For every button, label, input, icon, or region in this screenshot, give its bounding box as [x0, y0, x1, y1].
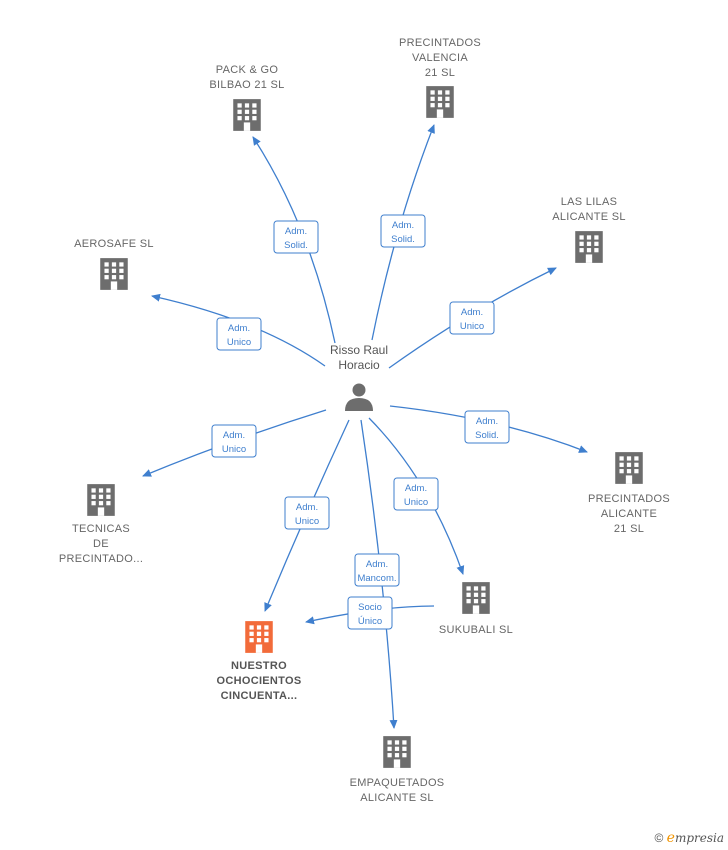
building-icon[interactable]	[233, 99, 261, 131]
company-name-precintados-valencia[interactable]: VALENCIA	[412, 52, 468, 64]
company-name-tecnicas[interactable]: DE	[93, 538, 109, 550]
edge-label-text: Adm.	[296, 502, 318, 513]
building-icon[interactable]	[615, 452, 643, 484]
edge-label-text: Adm.	[405, 483, 427, 494]
building-icon[interactable]	[426, 86, 454, 118]
edge-label-text: Adm.	[461, 307, 483, 318]
edge-label-sukubali[interactable]: Adm. Unico	[393, 477, 439, 511]
edge-label-text: Solid.	[391, 234, 415, 245]
edge-label-text: Único	[358, 616, 382, 627]
company-node-nuestro[interactable]: NUESTRO OCHOCIENTOS CINCUENTA...	[217, 621, 302, 702]
edge-label-box[interactable]	[449, 301, 495, 335]
company-name-aerosafe[interactable]: AEROSAFE SL	[74, 238, 154, 250]
edges-layer: Adm.Solid.Adm.Solid.Adm.UnicoAdm.UnicoAd…	[142, 124, 588, 729]
edge-label-text: Adm.	[366, 559, 388, 570]
edge-label-box[interactable]	[273, 220, 319, 254]
edge-label-text: Unico	[460, 321, 484, 332]
edge-label-text: Unico	[404, 497, 428, 508]
edge-label-box[interactable]	[211, 424, 257, 458]
company-name-empaquetados[interactable]: EMPAQUETADOS	[350, 777, 445, 789]
company-name-tecnicas[interactable]: TECNICAS	[72, 523, 130, 535]
company-name-tecnicas[interactable]: PRECINTADO...	[59, 553, 143, 565]
company-name-empaquetados[interactable]: ALICANTE SL	[360, 792, 434, 804]
building-icon[interactable]	[87, 484, 115, 516]
edge-label-precintados-valencia[interactable]: Adm. Solid.	[380, 214, 426, 248]
edge-label-box[interactable]	[347, 596, 393, 630]
company-node-sukubali[interactable]: SUKUBALI SL	[439, 582, 513, 636]
person-name[interactable]: Risso Raul	[330, 343, 388, 357]
person-name[interactable]: Horacio	[338, 358, 380, 372]
edge-label-empaquetados[interactable]: Adm. Mancom.	[354, 553, 400, 587]
building-icon[interactable]	[245, 621, 273, 653]
nodes-layer: PACK & GO BILBAO 21 SL PRECINTADOS VALENCIA…	[59, 37, 670, 804]
edge-label-box[interactable]	[393, 477, 439, 511]
building-icon[interactable]	[575, 231, 603, 263]
copyright-symbol: ©	[654, 831, 664, 845]
edge-label-box[interactable]	[216, 317, 262, 351]
company-node-precintados-valencia[interactable]: PRECINTADOS VALENCIA 21 SL	[399, 37, 481, 118]
edge-label-las-lilas[interactable]: Adm. Unico	[449, 301, 495, 335]
company-node-las-lilas[interactable]: LAS LILAS ALICANTE SL	[552, 196, 626, 263]
edge-label-box[interactable]	[380, 214, 426, 248]
edge-label-box[interactable]	[464, 410, 510, 444]
company-name-pack-go[interactable]: PACK & GO	[216, 64, 279, 76]
edge-label-nuestro[interactable]: Adm. Unico	[284, 496, 330, 530]
edge-label-text: Adm.	[285, 226, 307, 237]
brand-logo-initial: e	[666, 830, 675, 846]
edge-label-precintados-alicante[interactable]: Adm. Solid.	[464, 410, 510, 444]
edge-label-pack-go[interactable]: Adm. Solid.	[273, 220, 319, 254]
company-name-las-lilas[interactable]: LAS LILAS	[561, 196, 618, 208]
edge-label-text: Socio	[358, 602, 382, 613]
edge-label-text: Unico	[227, 337, 251, 348]
edge-label-text: Mancom.	[357, 573, 396, 584]
company-node-empaquetados[interactable]: EMPAQUETADOS ALICANTE SL	[350, 736, 445, 804]
company-name-las-lilas[interactable]: ALICANTE SL	[552, 211, 626, 223]
company-name-nuestro[interactable]: OCHOCIENTOS	[217, 675, 302, 687]
edge-label-text: Adm.	[476, 416, 498, 427]
brand-logo-text: mpresia	[674, 831, 724, 845]
company-name-sukubali[interactable]: SUKUBALI SL	[439, 624, 513, 636]
edge-label-aerosafe[interactable]: Adm. Unico	[216, 317, 262, 351]
edge-label-box[interactable]	[284, 496, 330, 530]
building-icon[interactable]	[383, 736, 411, 768]
building-icon[interactable]	[462, 582, 490, 614]
company-name-precintados-valencia[interactable]: 21 SL	[425, 67, 455, 79]
edge-label-text: Solid.	[475, 430, 499, 441]
person-icon[interactable]	[345, 383, 373, 412]
edge-label-text: Unico	[222, 444, 246, 455]
edge-label-box[interactable]	[354, 553, 400, 587]
edge-label-text: Unico	[295, 516, 319, 527]
edge-label-text: Solid.	[284, 240, 308, 251]
edge-label-text: Adm.	[228, 323, 250, 334]
company-name-precintados-alicante[interactable]: PRECINTADOS	[588, 493, 670, 505]
company-name-precintados-alicante[interactable]: 21 SL	[614, 523, 644, 535]
footer-brand: © empresia	[654, 830, 724, 846]
company-name-precintados-valencia[interactable]: PRECINTADOS	[399, 37, 481, 49]
company-name-nuestro[interactable]: CINCUENTA...	[221, 690, 298, 702]
company-name-nuestro[interactable]: NUESTRO	[231, 660, 287, 672]
company-node-precintados-alicante[interactable]: PRECINTADOS ALICANTE 21 SL	[588, 452, 670, 535]
company-name-pack-go[interactable]: BILBAO 21 SL	[209, 79, 284, 91]
edge-label-text: Adm.	[392, 220, 414, 231]
company-node-tecnicas[interactable]: TECNICAS DE PRECINTADO...	[59, 484, 143, 565]
building-icon[interactable]	[100, 258, 128, 290]
company-name-precintados-alicante[interactable]: ALICANTE	[601, 508, 657, 520]
edge-label-tecnicas[interactable]: Adm. Unico	[211, 424, 257, 458]
company-node-aerosafe[interactable]: AEROSAFE SL	[74, 238, 154, 290]
edge-label-text: Adm.	[223, 430, 245, 441]
company-node-pack-go[interactable]: PACK & GO BILBAO 21 SL	[209, 64, 284, 131]
